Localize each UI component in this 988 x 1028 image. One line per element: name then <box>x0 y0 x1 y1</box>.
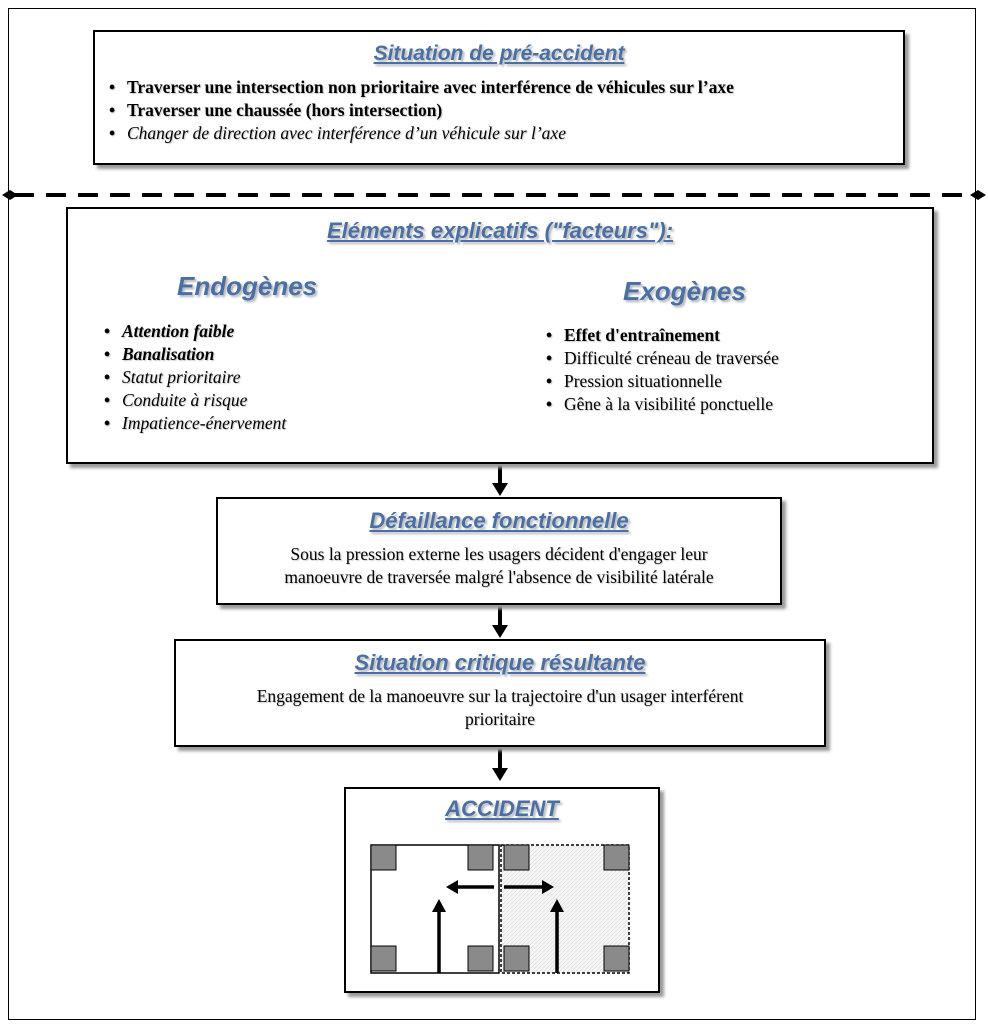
endogenes-item: Attention faible <box>100 320 286 343</box>
exogenes-list: Effet d'entraînement Difficulté créneau … <box>542 324 779 416</box>
factors-box: Eléments explicatifs ("facteurs"): Endog… <box>66 207 934 464</box>
corner-block <box>503 945 530 972</box>
endogenes-item: Statut prioritaire <box>100 366 286 389</box>
accident-box: ACCIDENT <box>344 787 660 993</box>
corner-block <box>503 844 530 871</box>
corner-block <box>467 945 494 972</box>
defaillance-box: Défaillance fonctionnelle Sous la pressi… <box>216 497 782 605</box>
pre-accident-item: Traverser une intersection non prioritai… <box>105 76 903 99</box>
endogenes-item: Impatience-énervement <box>100 412 286 435</box>
exogenes-item: Pression situationnelle <box>542 370 779 393</box>
defaillance-text-line2: manoeuvre de traversée malgré l'absence … <box>284 567 714 587</box>
critique-text-line2: prioritaire <box>465 709 535 729</box>
corner-block <box>370 945 397 972</box>
arrow-up-left-icon <box>432 899 446 973</box>
critique-box: Situation critique résultante Engagement… <box>174 639 826 747</box>
diamond-left-icon <box>2 190 18 200</box>
corner-block <box>603 844 630 871</box>
intersection-diagram <box>370 844 630 974</box>
arrow-left-icon <box>446 880 494 894</box>
endogenes-list: Attention faible Banalisation Statut pri… <box>100 320 286 435</box>
endogenes-item: Conduite à risque <box>100 389 286 412</box>
pre-accident-title: Situation de pré-accident <box>373 42 625 65</box>
arrow-defaillance-to-critique <box>492 604 508 638</box>
arrow-factors-to-defaillance <box>492 463 508 496</box>
pre-accident-item: Traverser une chaussée (hors intersectio… <box>105 99 903 122</box>
arrow-up-right-icon <box>550 899 564 973</box>
defaillance-text-line1: Sous la pression externe les usagers déc… <box>290 544 708 564</box>
factors-title: Eléments explicatifs ("facteurs"): <box>326 218 674 243</box>
arrow-critique-to-accident <box>492 746 508 781</box>
corner-block <box>467 844 494 871</box>
accident-title: ACCIDENT <box>445 796 559 821</box>
critique-title: Situation critique résultante <box>354 650 646 675</box>
corner-block <box>370 844 397 871</box>
pre-accident-list: Traverser une intersection non prioritai… <box>105 76 903 145</box>
corner-block <box>603 945 630 972</box>
exogenes-item: Gêne à la visibilité ponctuelle <box>542 393 779 416</box>
defaillance-title: Défaillance fonctionnelle <box>369 508 629 533</box>
pre-accident-box: Situation de pré-accident Traverser une … <box>93 30 905 165</box>
exogenes-heading: Exogènes <box>623 276 746 306</box>
diamond-right-icon <box>970 190 986 200</box>
page-frame <box>8 8 976 1020</box>
endogenes-heading: Endogènes <box>177 271 318 301</box>
arrow-right-icon <box>504 880 554 894</box>
exogenes-item: Effet d'entraînement <box>542 324 779 347</box>
endogenes-item: Banalisation <box>100 343 286 366</box>
exogenes-item: Difficulté créneau de traversée <box>542 347 779 370</box>
critique-text-line1: Engagement de la manoeuvre sur la trajec… <box>256 686 744 706</box>
pre-accident-item: Changer de direction avec interférence d… <box>105 122 903 145</box>
